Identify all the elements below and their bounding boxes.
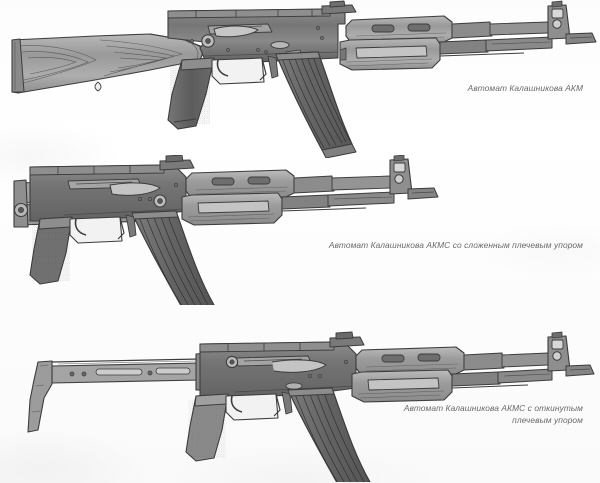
akms-pistol-grip [29, 216, 73, 285]
akm-rifle-illustration [0, 0, 600, 158]
akm-receiver [167, 0, 357, 63]
akms-folded-caption: Автомат Калашникова АКМС со сложенным пл… [329, 240, 583, 252]
akm-pistol-grip [167, 57, 215, 130]
akms-receiver [29, 155, 195, 222]
akm-caption: Автомат Калашникова АКМ [468, 83, 583, 95]
akms-ext-receiver [199, 331, 365, 399]
akms-folded-rifle-illustration [0, 155, 600, 305]
akm-barrel [439, 21, 553, 57]
akms-front-sight [389, 155, 439, 200]
akm-magazine [275, 51, 357, 158]
akms-ext-lower-handguard [351, 369, 453, 403]
akm-front-sight [547, 0, 597, 45]
akms-extended-rifle-illustration [0, 312, 600, 482]
akms-ext-magazine [287, 387, 371, 482]
akms-folded-caption-line-1: Автомат Калашникова АКМС со сложенным пл… [328, 240, 583, 250]
akms-barrel [281, 175, 395, 212]
akms-ext-pistol-grip [185, 393, 229, 462]
akm-caption-line-1: Автомат Калашникова АКМ [467, 83, 583, 93]
akms-magazine [131, 210, 215, 305]
akms-extended-caption: Автомат Калашникова АКМС с откинутым пле… [404, 403, 583, 426]
akms-ext-barrel [451, 352, 553, 389]
akms-trigger-guard [69, 214, 137, 244]
akms-ext-trigger-guard [225, 391, 293, 421]
akms-lower-handguard [181, 192, 283, 226]
akms-extended-caption-line-1: Автомат Калашникова АКМС с откинутым [403, 403, 583, 413]
akms-ext-front-sight [547, 331, 595, 377]
akm-lower-handguard [339, 37, 441, 71]
akms-extended-caption-line-2: плечевым упором [512, 414, 583, 425]
akm-buttstock [11, 33, 206, 94]
akm-trigger-guard [211, 55, 279, 85]
